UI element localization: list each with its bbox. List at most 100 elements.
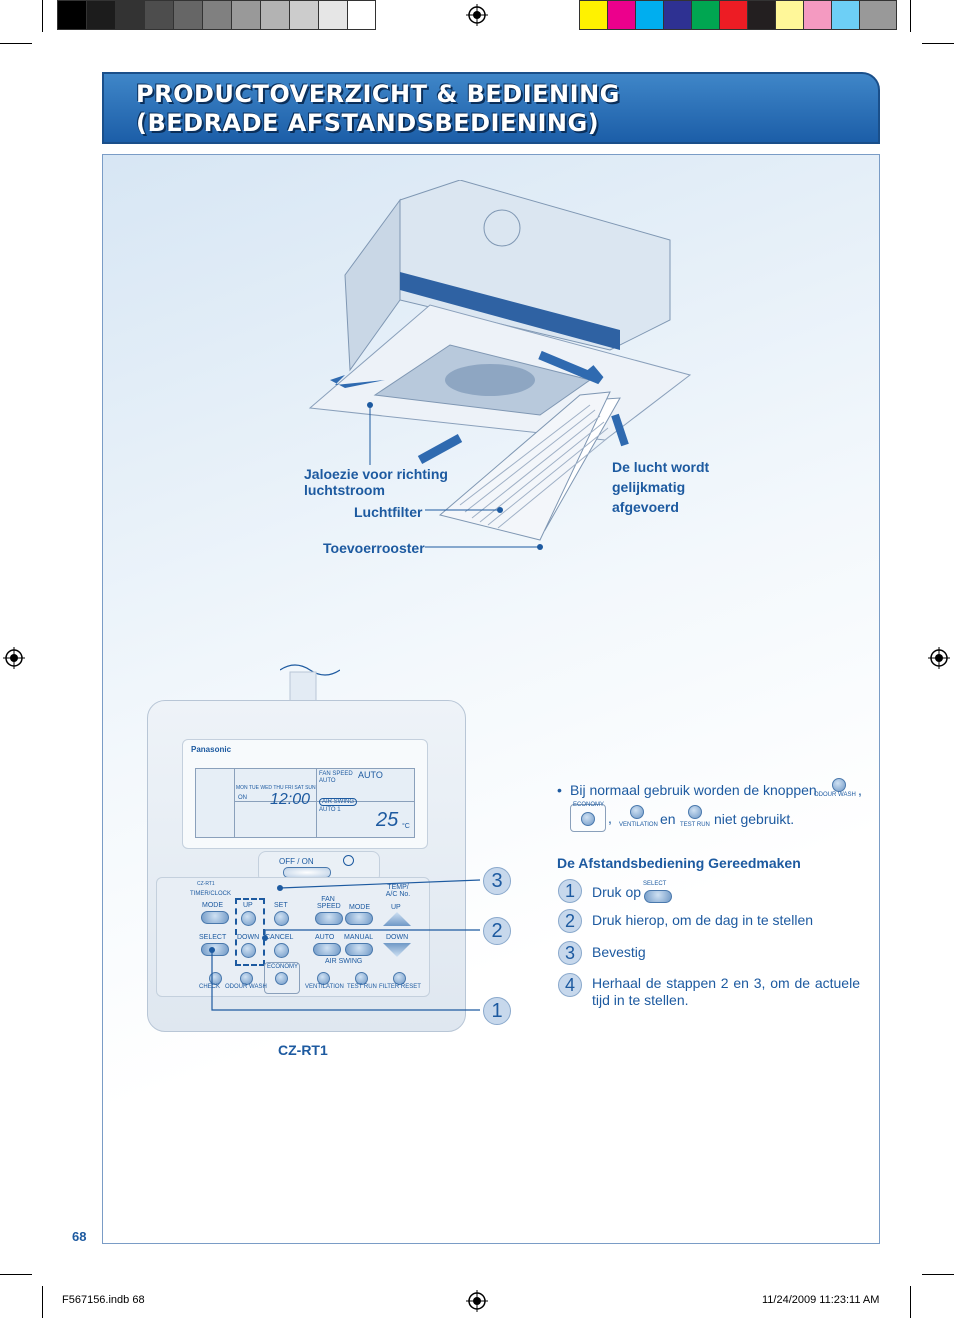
- up-left-button[interactable]: [241, 911, 256, 926]
- test-run-button[interactable]: [355, 972, 368, 985]
- callout-1: 1: [483, 997, 511, 1025]
- callout-lines: [209, 879, 481, 1011]
- page-header: PRODUCTOVERZICHT & BEDIENING (BEDRADE AF…: [102, 72, 880, 144]
- step-3-number: 3: [558, 941, 582, 965]
- page-number: 68: [72, 1229, 87, 1244]
- footer-date: 11/24/2009 11:23:11 AM: [762, 1294, 880, 1306]
- step-1-number: 1: [558, 879, 582, 903]
- timer-clock-label: TIMER/CLOCK: [190, 891, 232, 897]
- lcd-fan-speed-value: AUTO: [319, 778, 336, 784]
- step-1-text: Druk op: [592, 884, 642, 900]
- economy-mini-box: [570, 804, 606, 832]
- note-comma2: ,: [608, 810, 612, 826]
- note-comma1: ,: [858, 782, 862, 798]
- ventilation-mini-button: [630, 805, 644, 819]
- button-panel: CZ-RT1 TIMER/CLOCK MODE SELECT UP DOWN S…: [156, 877, 430, 997]
- page-title-line2: (BEDRADE AFSTANDSBEDIENING): [136, 109, 600, 137]
- up-left-label: UP: [243, 902, 253, 909]
- set-button[interactable]: [274, 911, 289, 926]
- lcd-display: MON TUE WED THU FRI SAT SUN ON 12:00 FAN…: [195, 768, 415, 838]
- model-tag: CZ-RT1: [197, 881, 215, 887]
- mode-left-button[interactable]: [201, 911, 229, 924]
- ventilation-label: VENTILATION: [305, 984, 344, 990]
- odour-wash-button[interactable]: [240, 972, 253, 985]
- set-label: SET: [274, 902, 288, 909]
- step-2-number: 2: [558, 909, 582, 933]
- odour-wash-label: ODOUR WASH: [225, 984, 267, 990]
- remote-caption: CZ-RT1: [278, 1042, 328, 1058]
- note-en: en: [660, 811, 676, 827]
- prep-heading: De Afstandsbediening Gereedmaken: [557, 855, 801, 871]
- economy-box: [264, 962, 300, 994]
- select-mini-button: [644, 890, 672, 903]
- callout-3: 3: [483, 867, 511, 895]
- down-left-label: DOWN: [237, 934, 260, 941]
- step-3-text: Bevestig: [592, 944, 646, 960]
- cancel-label: CANCEL: [265, 934, 294, 941]
- registration-mark-icon: [466, 4, 488, 26]
- manual-button[interactable]: [345, 943, 373, 956]
- test-run-label: TEST RUN: [347, 984, 377, 990]
- filter-label: Luchtfilter: [354, 504, 423, 520]
- note-test-run: TEST RUN: [680, 822, 710, 828]
- filter-reset-button[interactable]: [393, 972, 406, 985]
- down-right-label: DOWN: [386, 934, 409, 941]
- filter-reset-label: FILTER RESET: [379, 984, 421, 990]
- auto-button[interactable]: [313, 943, 341, 956]
- fan-speed-button[interactable]: [315, 912, 343, 925]
- lcd-time: 12:00: [270, 791, 311, 808]
- registration-mark-icon: [3, 647, 25, 669]
- step-2-text: Druk hierop, om de dag in te stellen: [592, 912, 814, 928]
- cancel-button[interactable]: [274, 943, 289, 958]
- registration-mark-icon: [466, 1290, 488, 1312]
- fan-speed-label: FAN SPEED: [317, 896, 341, 910]
- note-text-a: Bij normaal gebruik worden de knoppen: [570, 782, 817, 798]
- manual-label: MANUAL: [344, 934, 374, 941]
- auto-label: AUTO: [315, 934, 335, 941]
- mode-left-label: MODE: [202, 902, 223, 909]
- economy-button[interactable]: [275, 972, 288, 985]
- remote-cable: [280, 664, 340, 705]
- footer-file: F567156.indb 68: [62, 1294, 145, 1306]
- step-1-button-label: SELECT: [643, 881, 667, 887]
- test-run-mini-button: [688, 805, 702, 819]
- temp-ac-label: TEMP/ A/C No.: [385, 884, 411, 898]
- economy-label: ECONOMY: [267, 964, 299, 970]
- note-odour-wash: ODOUR WASH: [814, 792, 856, 798]
- note-ventilation: VENTILATION: [619, 822, 658, 828]
- lcd-on: ON: [238, 795, 247, 801]
- note-economy: ECONOMY: [573, 802, 605, 808]
- up-down-highlight: [235, 898, 265, 966]
- down-left-button[interactable]: [241, 943, 256, 958]
- brand-logo: Panasonic: [191, 745, 232, 754]
- air-swing-label: AIR SWING: [325, 958, 363, 965]
- odour-wash-mini-button: [832, 778, 846, 792]
- grille-label: Toevoerrooster: [323, 540, 425, 556]
- up-right-label: UP: [391, 904, 401, 911]
- check-label: CHECK: [199, 984, 221, 990]
- note-text-b: niet gebruikt.: [714, 811, 795, 827]
- off-on-label: OFF / ON: [279, 857, 314, 866]
- select-button[interactable]: [201, 943, 229, 956]
- step-4-number: 4: [558, 973, 582, 997]
- page-title-line1: PRODUCTOVERZICHT & BEDIENING: [136, 80, 620, 108]
- exhaust-label: De lucht wordt gelijkmatig afgevoerd: [612, 459, 710, 515]
- callout-2: 2: [483, 917, 511, 945]
- lcd-fan-speed-label: FAN SPEED: [319, 771, 353, 777]
- note-bullet: •: [557, 782, 562, 798]
- power-icon: [343, 855, 354, 866]
- lcd-air-swing-value: AUTO 1: [319, 807, 341, 813]
- lcd-temp: 25: [376, 809, 399, 831]
- remote-controller: Panasonic MON TUE WED THU FRI SAT SUN ON…: [147, 700, 466, 1032]
- lcd-mode-value: AUTO: [358, 770, 383, 780]
- mode-button[interactable]: [345, 912, 373, 925]
- registration-mark-icon: [928, 647, 950, 669]
- remote-screen-panel: Panasonic MON TUE WED THU FRI SAT SUN ON…: [182, 739, 428, 849]
- ventilation-button[interactable]: [317, 972, 330, 985]
- cassette-unit-illustration: [308, 180, 692, 550]
- step-4-text: Herhaal de stappen 2 en 3, om de actuele…: [592, 975, 860, 1008]
- lcd-temp-unit: °C: [402, 823, 410, 830]
- economy-mini-button: [581, 812, 595, 826]
- lcd-days: MON TUE WED THU FRI SAT SUN: [236, 785, 316, 791]
- select-label: SELECT: [199, 934, 227, 941]
